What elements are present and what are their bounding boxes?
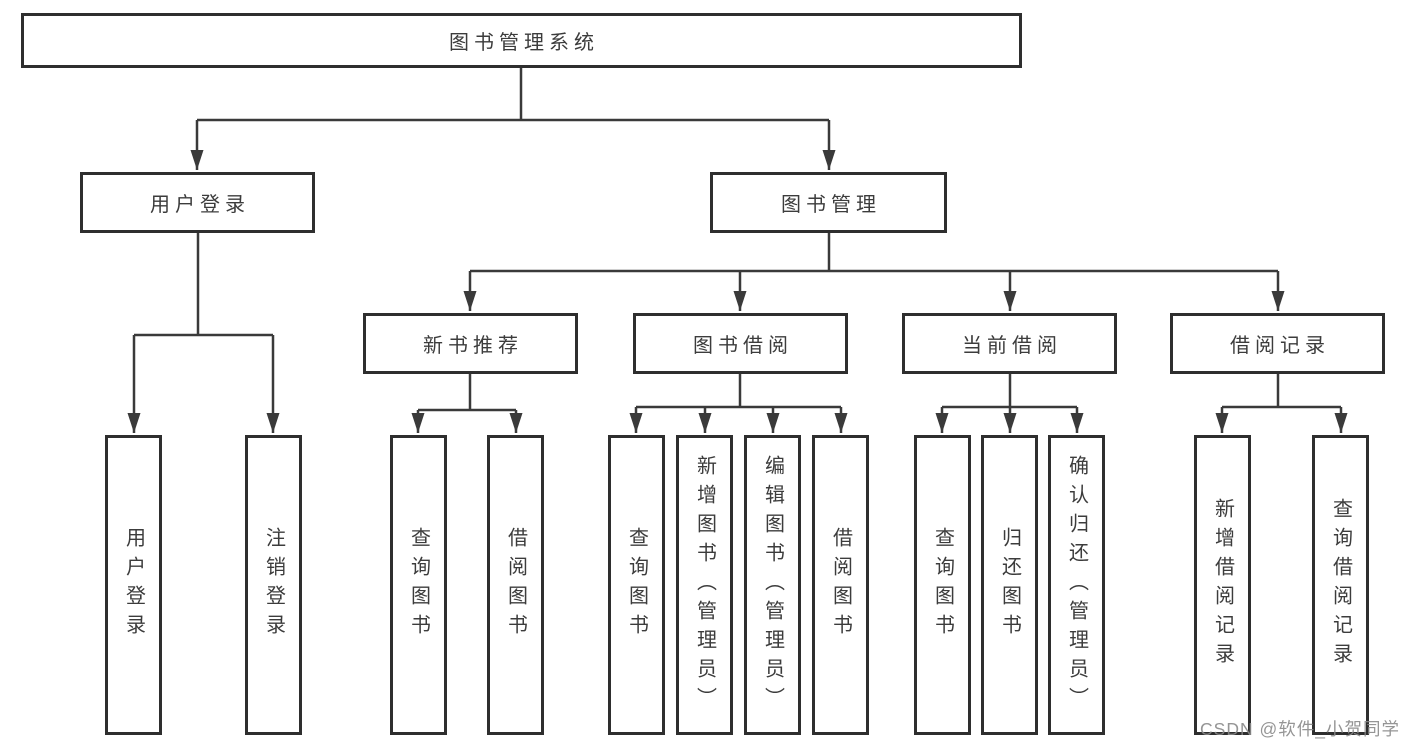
node-new-book-recommend: 新书推荐 bbox=[363, 313, 578, 374]
node-label: 归还图书 bbox=[998, 527, 1021, 643]
leaf-borrow-books: 借阅图书 bbox=[812, 435, 869, 735]
node-label: 借阅图书 bbox=[504, 527, 527, 643]
node-book-management: 图书管理 bbox=[710, 172, 947, 233]
leaf-query-books-recommend: 查询图书 bbox=[390, 435, 447, 735]
leaf-add-book-admin: 新增图书（管理员） bbox=[676, 435, 733, 735]
node-label: 新增图书（管理员） bbox=[693, 454, 716, 716]
node-label: 借阅记录 bbox=[1230, 335, 1330, 357]
node-library-management-system: 图书管理系统 bbox=[21, 13, 1022, 68]
node-label: 图书借阅 bbox=[693, 335, 793, 357]
node-book-borrowing: 图书借阅 bbox=[633, 313, 848, 374]
node-user-login: 用户登录 bbox=[80, 172, 315, 233]
leaf-borrow-books-recommend: 借阅图书 bbox=[487, 435, 544, 735]
node-label: 查询图书 bbox=[407, 527, 430, 643]
leaf-query-borrow-record: 查询借阅记录 bbox=[1312, 435, 1369, 735]
node-label: 借阅图书 bbox=[829, 527, 852, 643]
leaf-query-books-current: 查询图书 bbox=[914, 435, 971, 735]
node-label: 查询图书 bbox=[625, 527, 648, 643]
leaf-user-login: 用户登录 bbox=[105, 435, 162, 735]
node-borrowing-records: 借阅记录 bbox=[1170, 313, 1385, 374]
node-label: 注销登录 bbox=[262, 527, 285, 643]
node-label: 图书管理系统 bbox=[449, 32, 599, 54]
node-label: 当前借阅 bbox=[962, 335, 1062, 357]
leaf-edit-book-admin: 编辑图书（管理员） bbox=[744, 435, 801, 735]
node-label: 编辑图书（管理员） bbox=[761, 454, 784, 716]
node-label: 用户登录 bbox=[122, 527, 145, 643]
node-label: 新书推荐 bbox=[423, 335, 523, 357]
node-label: 图书管理 bbox=[781, 194, 881, 216]
node-label: 新增借阅记录 bbox=[1211, 498, 1234, 672]
node-label: 确认归还（管理员） bbox=[1065, 454, 1088, 716]
leaf-confirm-return-admin: 确认归还（管理员） bbox=[1048, 435, 1105, 735]
leaf-query-books-borrowing: 查询图书 bbox=[608, 435, 665, 735]
leaf-return-books: 归还图书 bbox=[981, 435, 1038, 735]
leaf-logout: 注销登录 bbox=[245, 435, 302, 735]
node-label: 查询图书 bbox=[931, 527, 954, 643]
node-label: 用户登录 bbox=[150, 194, 250, 216]
leaf-add-borrow-record: 新增借阅记录 bbox=[1194, 435, 1251, 735]
node-current-borrowing: 当前借阅 bbox=[902, 313, 1117, 374]
node-label: 查询借阅记录 bbox=[1329, 498, 1352, 672]
csdn-watermark: CSDN @软件_小贺同学 bbox=[1200, 719, 1400, 739]
